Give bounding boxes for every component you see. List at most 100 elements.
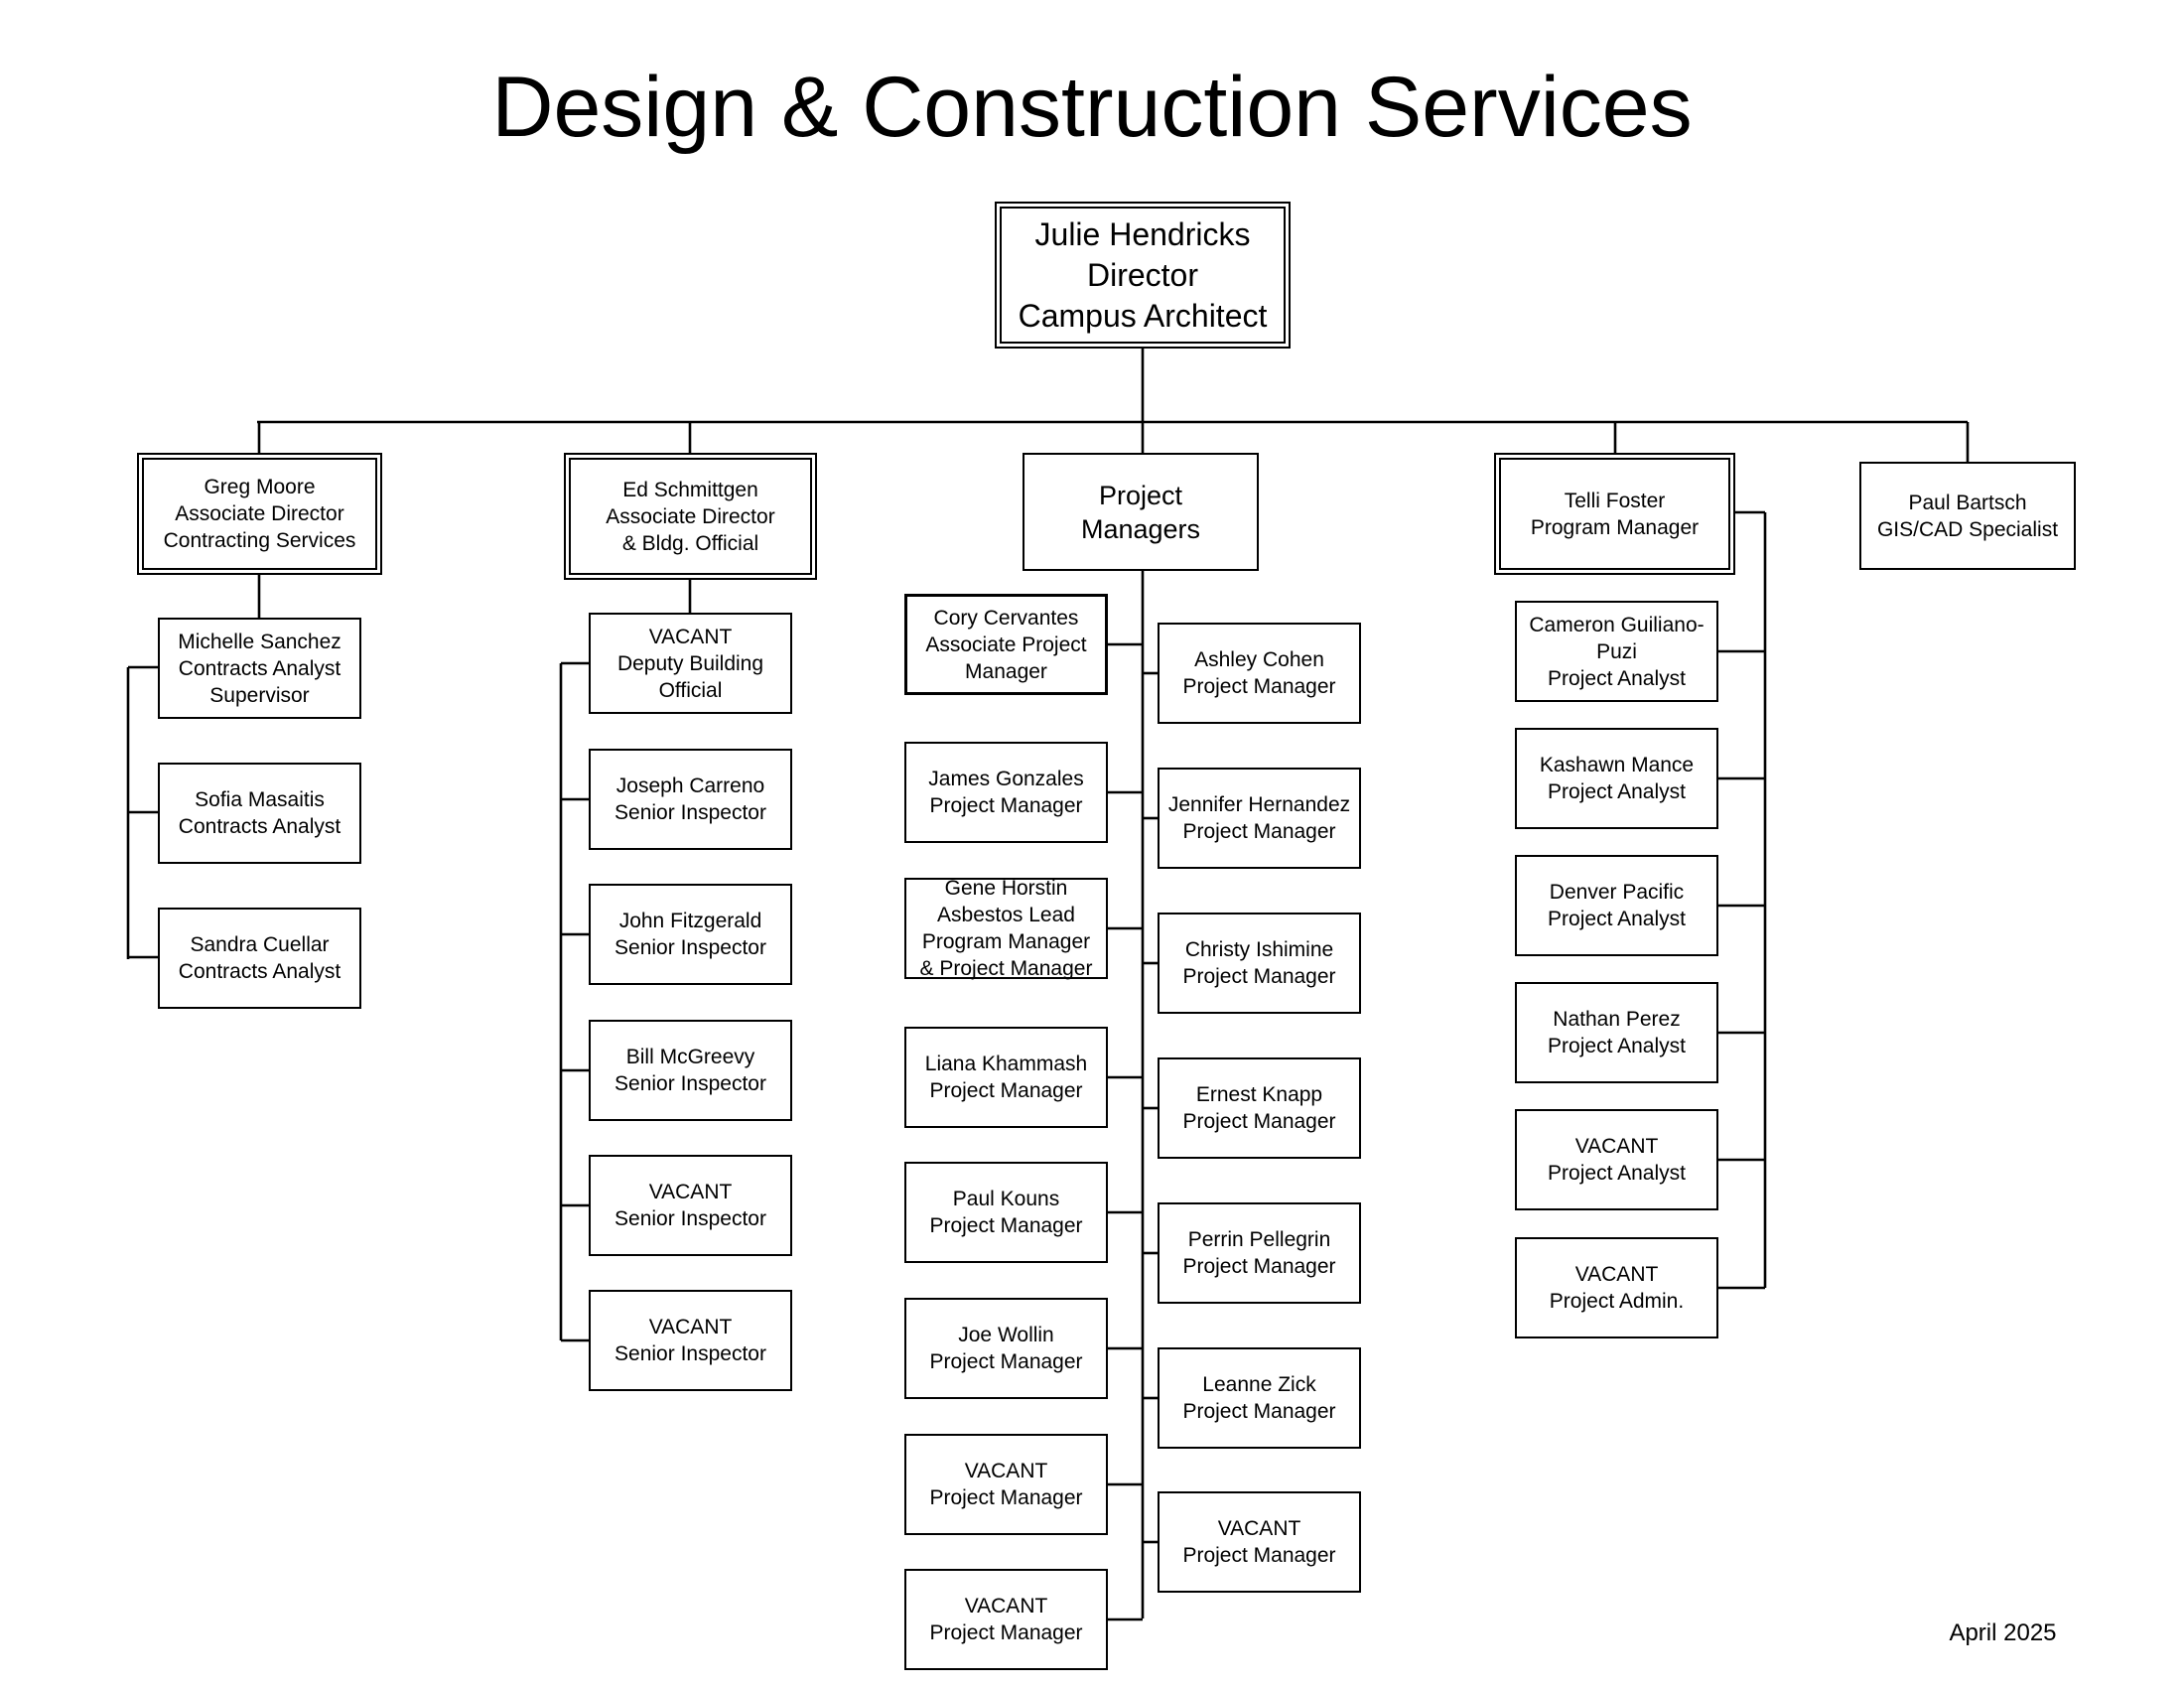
box-line: Paul Kouns (952, 1188, 1060, 1210)
box-line: Leanne Zick (1202, 1373, 1316, 1396)
box-line: Official (658, 678, 723, 702)
box-line: VACANT (964, 1460, 1048, 1482)
box-line: Christy Ishimine (1184, 938, 1334, 961)
box-line: Sofia Masaitis (195, 788, 325, 811)
box-line: Project Analyst (1548, 666, 1686, 690)
box-line: John Fitzgerald (618, 910, 762, 932)
box-line: Project Manager (929, 1214, 1083, 1237)
box-line: VACANT (1574, 1135, 1659, 1158)
box-line: VACANT (964, 1595, 1048, 1618)
box-line: VACANT (1574, 1263, 1659, 1286)
box-line: Greg Moore (204, 476, 316, 498)
box-line: Project Analyst (1548, 1035, 1686, 1057)
box-line: VACANT (648, 1181, 733, 1203)
box-line: Associate Director (175, 502, 344, 525)
box-line: Project Manager (1182, 675, 1336, 698)
box-line: Project Manager (929, 1621, 1083, 1644)
box-line: Senior Inspector (614, 1342, 766, 1365)
building-staff-box: VACANT Senior Inspector (589, 1155, 792, 1256)
box-line: Project Manager (929, 1486, 1083, 1509)
box-line: Project Analyst (1548, 780, 1686, 803)
box-line: Campus Architect (1018, 297, 1268, 334)
box-line: Project Manager (929, 1350, 1083, 1373)
box-line: Julie Hendricks (1034, 215, 1251, 252)
box-line: Asbestos Lead (937, 904, 1075, 926)
box-line: Senior Inspector (614, 1207, 766, 1230)
pm-left-box: VACANT Project Manager (904, 1434, 1108, 1535)
box-line: Joseph Carreno (615, 774, 765, 797)
box-line: Ashley Cohen (1194, 648, 1324, 671)
box-line: Joe Wollin (958, 1324, 1054, 1346)
box-line: Manager (965, 659, 1047, 683)
box-line: Associate Project (925, 633, 1087, 656)
box-line: Cameron Guiliano- (1529, 613, 1705, 636)
box-line: VACANT (648, 625, 733, 648)
box-line: VACANT (648, 1316, 733, 1338)
box-line: Program Manager (921, 930, 1091, 953)
box-line: Ernest Knapp (1195, 1083, 1323, 1106)
box-line: Perrin Pellegrin (1187, 1228, 1331, 1251)
box-line: Senior Inspector (614, 936, 766, 959)
box-line: Project Analyst (1548, 1162, 1686, 1185)
box-line: Telli Foster (1564, 489, 1666, 512)
box-line: Nathan Perez (1553, 1008, 1681, 1031)
box-line: Project Manager (1182, 1400, 1336, 1423)
box-line: Project (1098, 480, 1183, 510)
box-line: Program Manager (1530, 515, 1700, 539)
box-line: & Bldg. Official (621, 531, 759, 555)
box-line: Contracts Analyst (178, 960, 341, 983)
box-line: Senior Inspector (614, 1072, 766, 1095)
box-line: Senior Inspector (614, 801, 766, 824)
box-line: VACANT (1217, 1517, 1301, 1540)
box-line: Cory Cervantes (933, 606, 1079, 630)
box-line: Gene Horstin (944, 877, 1068, 900)
box-line: Project Manager (1182, 1544, 1336, 1567)
box-line: Project Manager (929, 794, 1083, 817)
box-line: Paul Bartsch (1908, 491, 2027, 514)
pm-left-box: VACANT Project Manager (904, 1569, 1108, 1670)
box-line: Supervisor (209, 683, 310, 707)
box-line: Liana Khammash (924, 1053, 1088, 1075)
chart-date: April 2025 (1949, 1619, 2057, 1646)
box-line: Denver Pacific (1549, 881, 1685, 904)
box-line: Project Manager (1182, 1110, 1336, 1133)
box-line: Managers (1080, 513, 1201, 544)
box-line: Contracting Services (163, 529, 356, 552)
box-line: Project Manager (1182, 965, 1336, 988)
box-line: Associate Director (606, 504, 775, 528)
pm-right-box: VACANT Project Manager (1158, 1491, 1361, 1593)
box-line: & Project Manager (919, 957, 1093, 980)
box-line: Deputy Building (616, 651, 764, 675)
box-line: GIS/CAD Specialist (1876, 517, 2059, 541)
box-line: Contracts Analyst (178, 815, 341, 838)
